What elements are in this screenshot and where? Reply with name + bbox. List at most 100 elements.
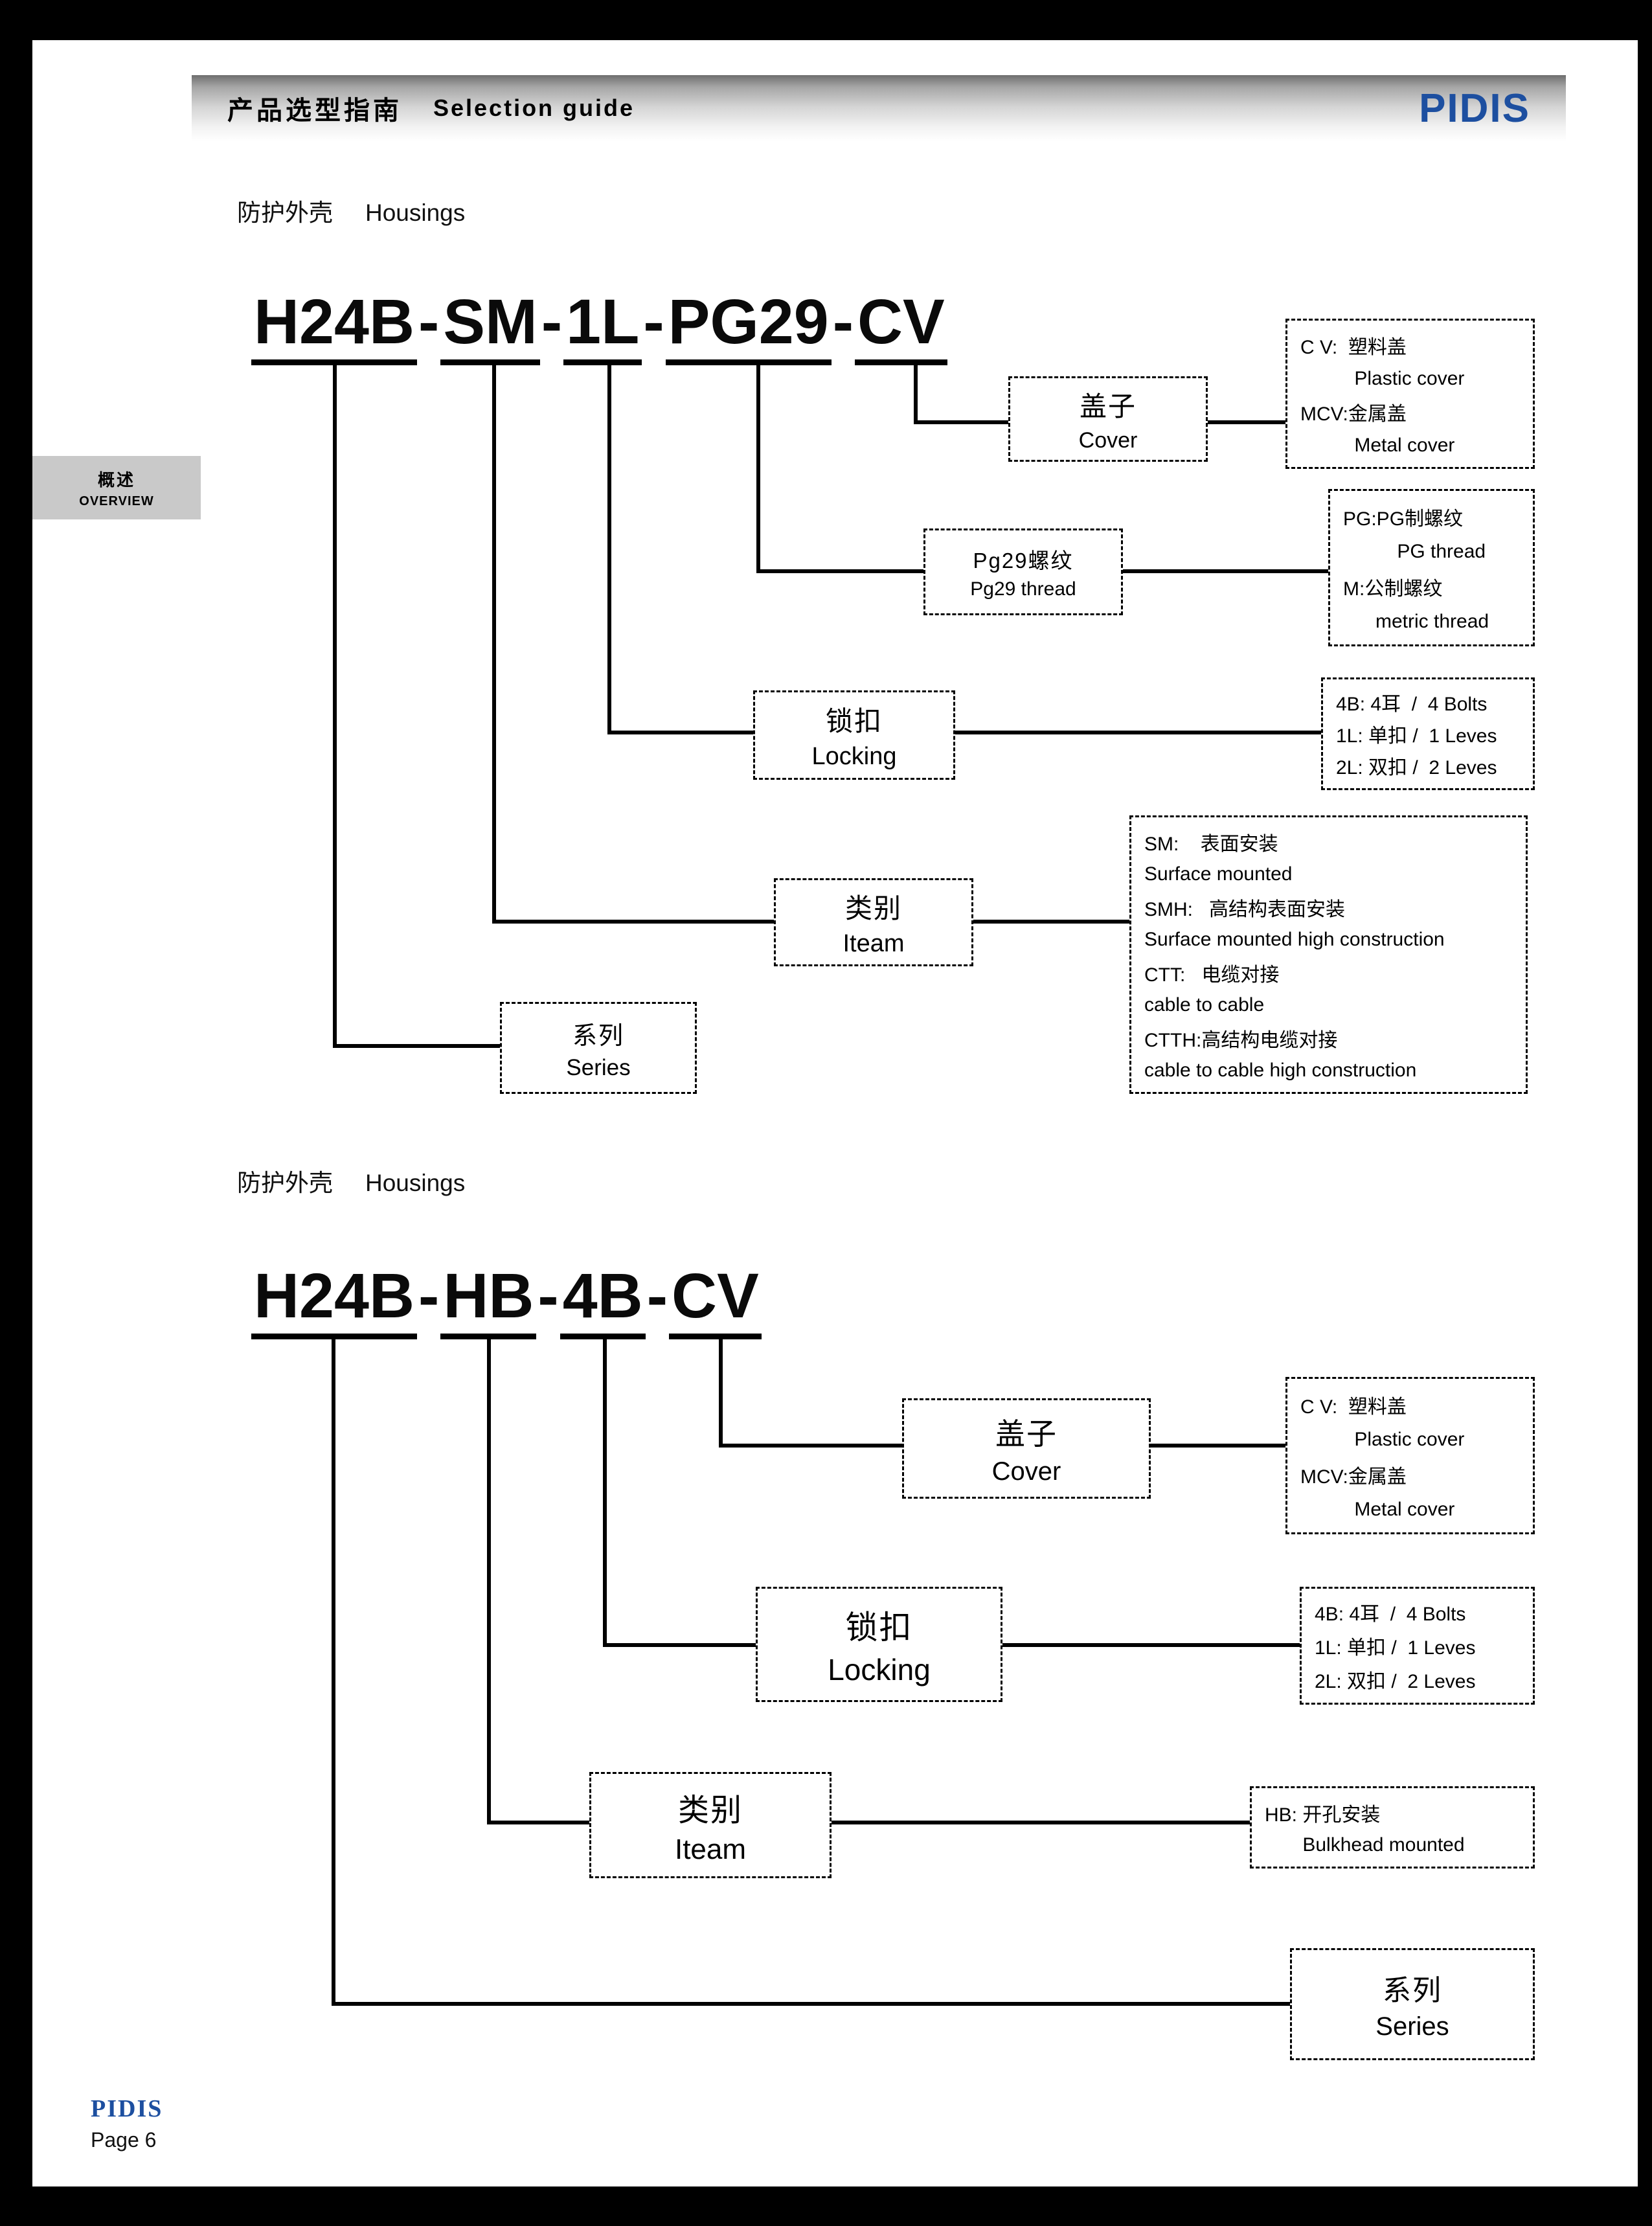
option-line: Plastic cover — [1300, 1428, 1465, 1450]
header-title-cn: 产品选型指南 — [227, 97, 402, 125]
connector-line — [332, 1335, 335, 2006]
option-line: 1L: 单扣 / 1 Leves — [1336, 725, 1497, 747]
cover-label-box-2: 盖子 Cover — [902, 1398, 1151, 1499]
option-line: PG thread — [1343, 540, 1486, 562]
cover-options-box: C V: 塑料盖 Plastic cover MCV:金属盖 Metal cov… — [1285, 319, 1535, 469]
pn-segment: CV — [669, 1264, 762, 1339]
option-line: MCV:金属盖 — [1300, 403, 1407, 426]
connector-line — [332, 2002, 1292, 2006]
option-line: 1L: 单扣 / 1 Leves — [1315, 1637, 1476, 1659]
item-label-cn: 类别 — [677, 1793, 743, 1828]
tab-label-en: OVERVIEW — [79, 494, 154, 508]
option-line: Plastic cover — [1300, 367, 1465, 389]
locking-label-box: 锁扣 Locking — [753, 690, 955, 780]
series-label-cn: 系列 — [572, 1022, 624, 1050]
connector-line — [955, 731, 1323, 734]
connector-line — [607, 361, 611, 734]
connector-line — [492, 920, 776, 924]
option-line: SMH: 高结构表面安装 — [1144, 898, 1346, 920]
option-line: CTTH:高结构电缆对接 — [1144, 1029, 1338, 1051]
pn-segment: PG29 — [665, 290, 832, 365]
connector-line — [914, 361, 918, 424]
header-title-en: Selection guide — [433, 95, 635, 121]
connector-line — [607, 731, 755, 734]
locking-label-cn: 锁扣 — [845, 1609, 913, 1646]
item-label-box: 类别 Iteam — [774, 878, 973, 966]
pn-segment: 4B — [560, 1264, 646, 1339]
item-options-box-2: HB: 开孔安装 Bulkhead mounted — [1250, 1786, 1535, 1868]
locking-options-box-2: 4B: 4耳 / 4 Bolts 1L: 单扣 / 1 Leves 2L: 双扣… — [1300, 1587, 1535, 1705]
pn-separator: - — [537, 1260, 559, 1331]
cover-label-box: 盖子 Cover — [1008, 376, 1208, 462]
option-line: HB: 开孔安装 — [1265, 1804, 1381, 1826]
page-frame-bottom — [0, 2186, 1652, 2226]
item-label-en: Iteam — [674, 1834, 747, 1865]
connector-line — [756, 361, 760, 573]
item-label-en: Iteam — [843, 930, 905, 957]
item-label-box-2: 类别 Iteam — [589, 1772, 832, 1878]
connector-line — [487, 1335, 491, 1824]
cover-options-box-2: C V: 塑料盖 Plastic cover MCV:金属盖 Metal cov… — [1285, 1377, 1535, 1534]
locking-label-box-2: 锁扣 Locking — [756, 1587, 1002, 1702]
section1-heading-en: Housings — [365, 199, 466, 226]
cover-label-cn: 盖子 — [1079, 391, 1137, 422]
pn-separator: - — [832, 286, 854, 357]
cover-label-en: Cover — [991, 1457, 1061, 1486]
item-options-box: SM: 表面安装 Surface mounted SMH: 高结构表面安装 Su… — [1129, 815, 1528, 1094]
pn-separator: - — [418, 1260, 440, 1331]
series-label-box-2: 系列 Series — [1290, 1948, 1535, 2060]
connector-line — [914, 420, 1010, 424]
option-line: Surface mounted — [1144, 863, 1293, 885]
pn-segment: H24B — [251, 1264, 417, 1339]
part-number-1: H24B-SM-1L-PG29-CV — [251, 290, 947, 365]
thread-label-en: Pg29 thread — [970, 578, 1076, 600]
option-line: 4B: 4耳 / 4 Bolts — [1315, 1604, 1466, 1625]
pn-separator: - — [418, 286, 440, 357]
option-line: cable to cable — [1144, 994, 1265, 1016]
pn-segment: SM — [440, 290, 540, 365]
locking-label-en: Locking — [811, 743, 897, 770]
page-frame-top — [0, 0, 1652, 40]
series-label-cn: 系列 — [1383, 1975, 1442, 2006]
connector-line — [333, 1044, 502, 1048]
page-frame-left — [0, 0, 32, 2226]
brand-logo: PIDIS — [1419, 85, 1530, 131]
option-line: 2L: 双扣 / 2 Leves — [1315, 1671, 1476, 1692]
part-number-2: H24B-HB-4B-CV — [251, 1264, 762, 1339]
connector-line — [487, 1821, 591, 1824]
thread-label-box: Pg29螺纹 Pg29 thread — [923, 528, 1123, 615]
header-bar: 产品选型指南 Selection guide PIDIS — [192, 75, 1566, 141]
option-line: PG:PG制螺纹 — [1343, 508, 1464, 530]
pn-segment: HB — [440, 1264, 537, 1339]
page-footer: PIDIS Page 6 — [91, 2095, 163, 2152]
option-line: metric thread — [1343, 611, 1489, 633]
pn-segment: H24B — [251, 290, 417, 365]
pn-separator: - — [541, 286, 563, 357]
cover-label-cn: 盖子 — [995, 1417, 1058, 1451]
footer-page-number: Page 6 — [91, 2128, 157, 2152]
option-line: Surface mounted high construction — [1144, 929, 1445, 951]
pn-separator: - — [643, 286, 664, 357]
connector-line — [603, 1335, 607, 1647]
pn-segment: CV — [855, 290, 947, 365]
locking-label-en: Locking — [828, 1653, 931, 1687]
connector-line — [1122, 569, 1330, 573]
connector-line — [973, 920, 1131, 924]
option-line: C V: 塑料盖 — [1300, 1396, 1407, 1418]
connector-line — [719, 1444, 904, 1448]
option-line: cable to cable high construction — [1144, 1060, 1417, 1082]
series-label-box: 系列 Series — [500, 1002, 697, 1094]
connector-line — [333, 361, 337, 1048]
connector-line — [1207, 420, 1287, 424]
series-label-en: Series — [566, 1054, 631, 1080]
option-line: M:公制螺纹 — [1343, 578, 1443, 600]
page-frame-right — [1638, 0, 1652, 2226]
footer-brand: PIDIS — [91, 2095, 163, 2122]
connector-line — [1002, 1643, 1302, 1647]
connector-line — [831, 1821, 1252, 1824]
overview-tab: 概述 OVERVIEW — [32, 456, 201, 519]
section2-heading-en: Housings — [365, 1170, 466, 1196]
